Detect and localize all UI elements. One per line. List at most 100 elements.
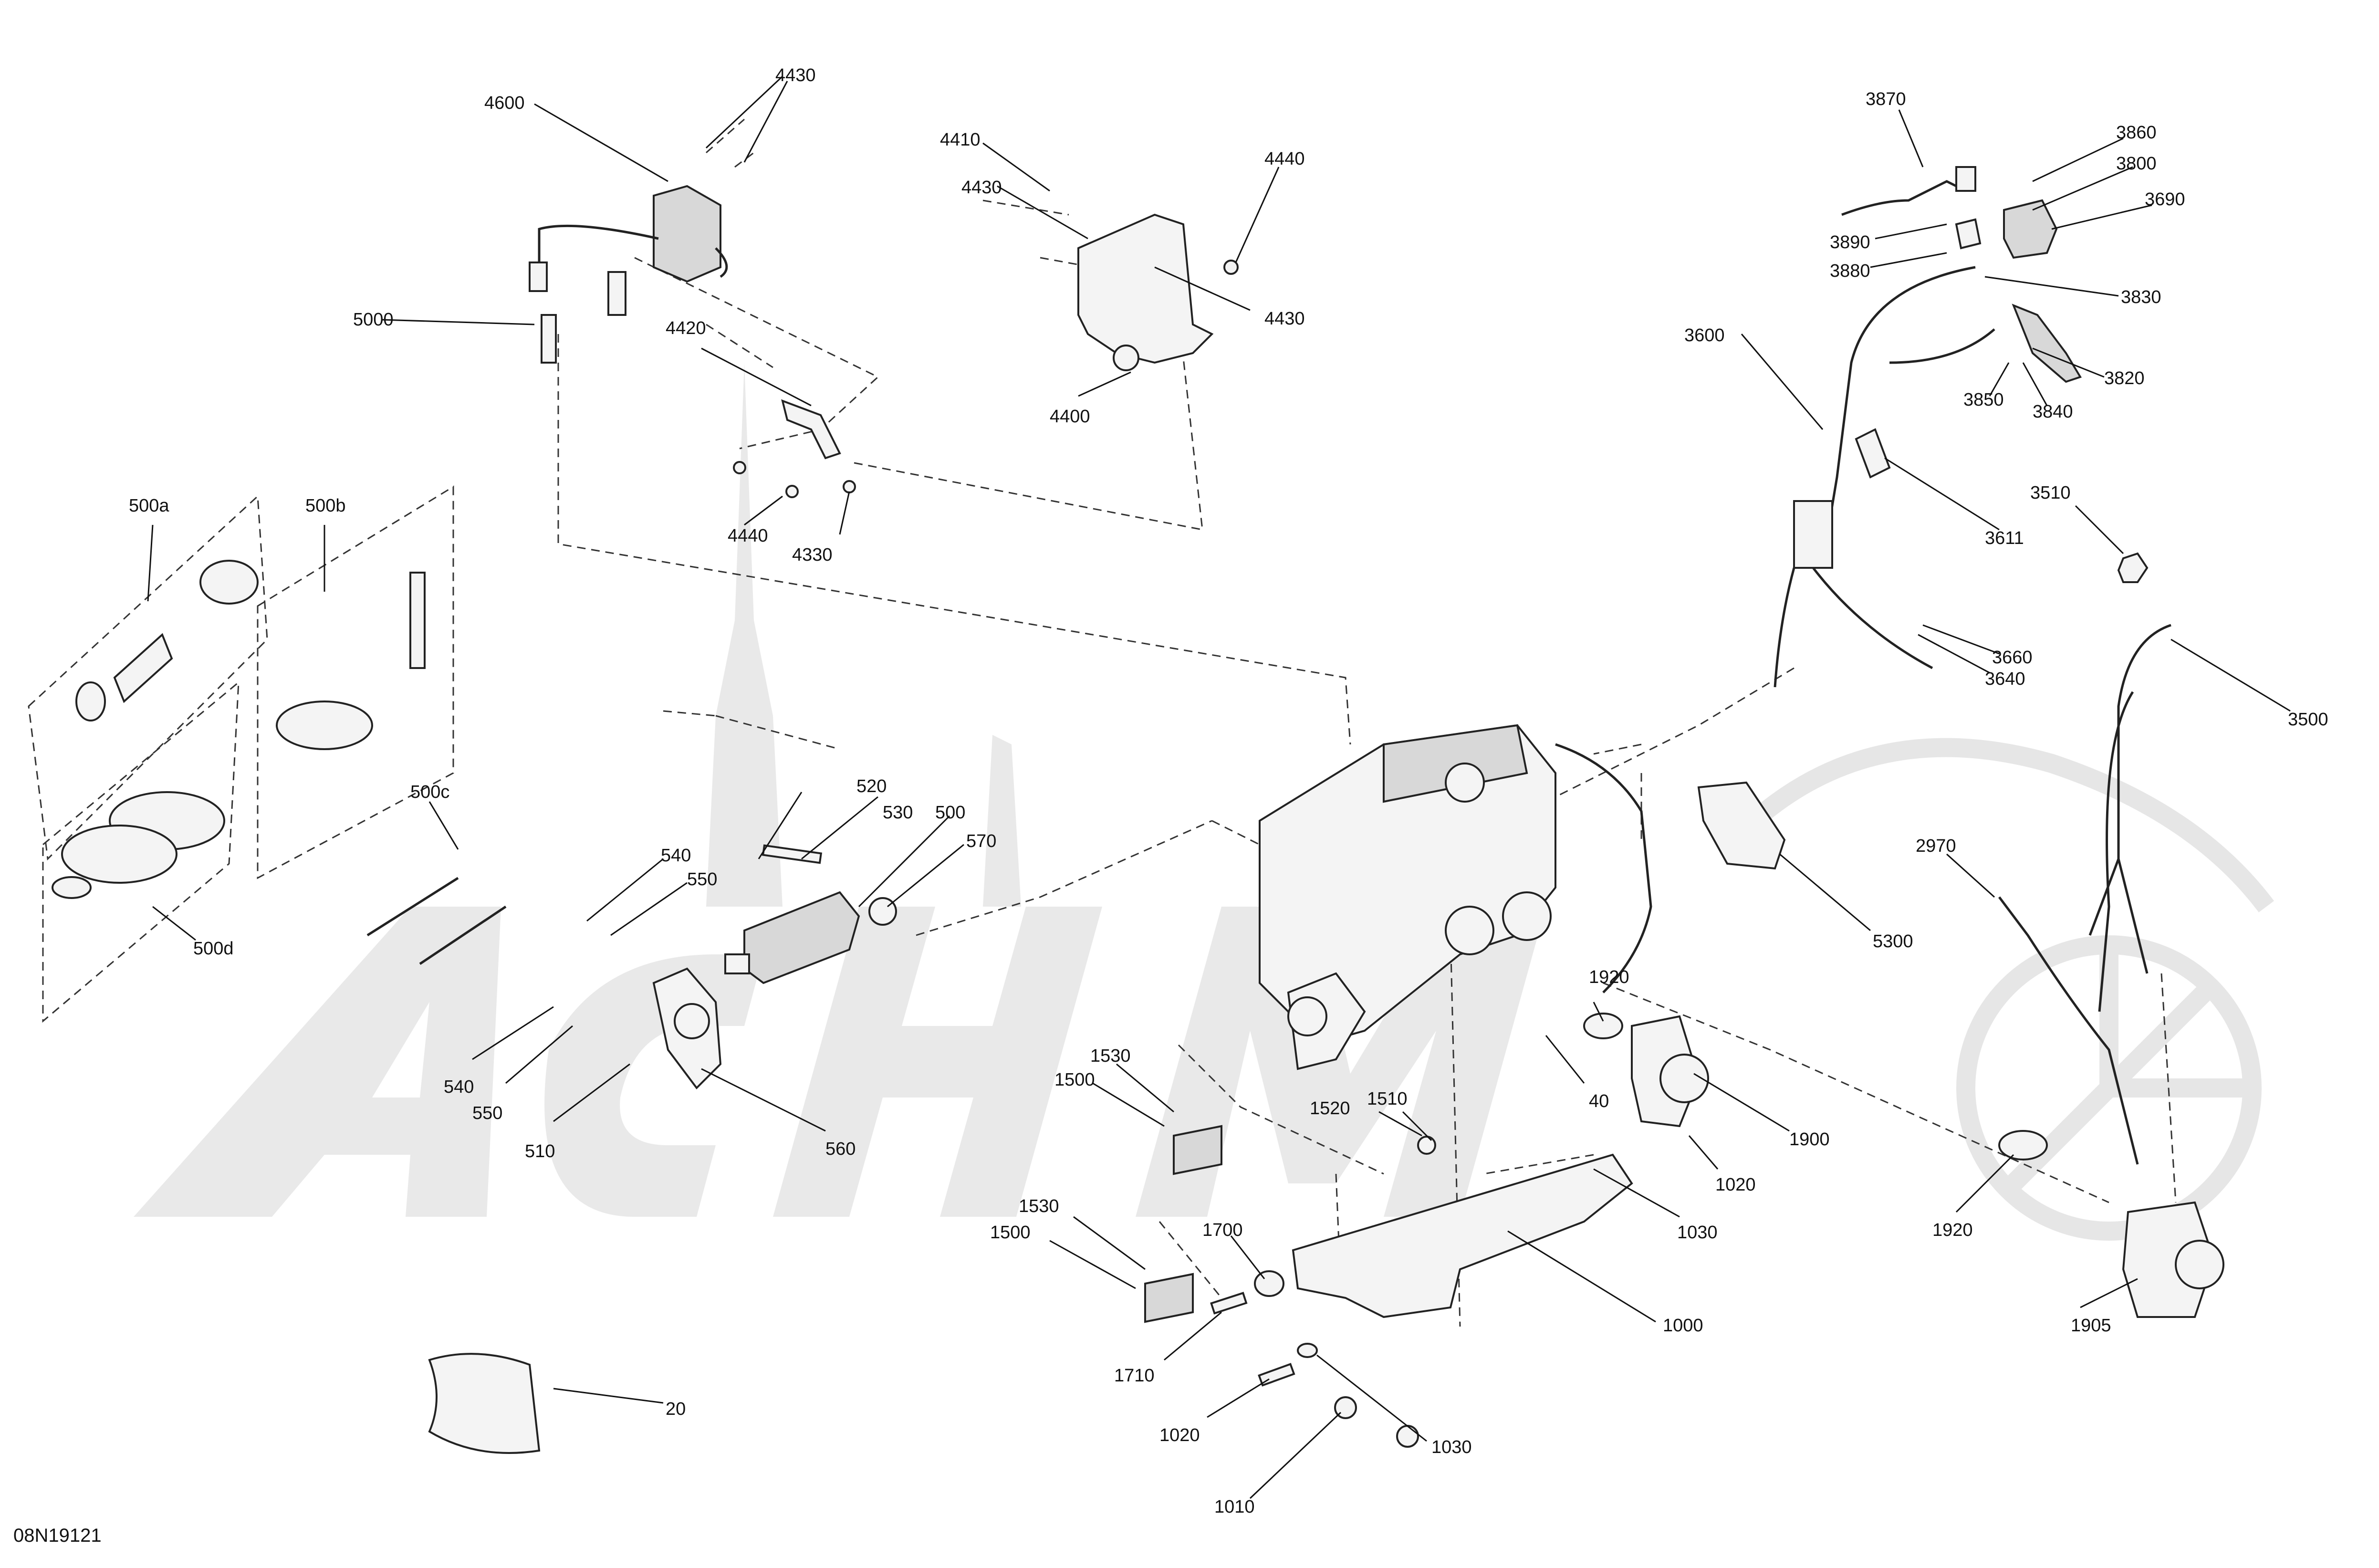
label-1500: 1500	[1054, 1070, 1095, 1090]
clamp-1920a	[1583, 1013, 1623, 1039]
lever-3820	[2012, 303, 2082, 383]
label-1700: 1700	[1202, 1220, 1243, 1240]
clamp-1920b	[1998, 1130, 2048, 1160]
label-3611: 3611	[1985, 528, 2024, 548]
label-4440: 4440	[1264, 149, 1305, 169]
nut-4330	[843, 480, 856, 493]
bracket-4400	[1077, 213, 1214, 364]
carburetor-1905	[2122, 1201, 2224, 1318]
label-3840: 3840	[2033, 402, 2073, 422]
label-5000: 5000	[353, 310, 394, 330]
label-1710: 1710	[1114, 1366, 1155, 1386]
label-4440: 4440	[728, 526, 768, 546]
choke-cable-branch	[2088, 691, 2134, 1012]
label-1020: 1020	[1715, 1175, 1756, 1195]
label-550: 550	[472, 1103, 502, 1123]
bracket-4420	[781, 399, 841, 460]
label-3690: 3690	[2145, 189, 2185, 209]
leader-lines	[147, 75, 2291, 1499]
gasket-3890	[1955, 218, 1982, 250]
label-530: 530	[883, 803, 913, 823]
rubber-mount-1500a	[1173, 1125, 1222, 1175]
part-number-labels: 4600 4430 5000 4420 4440 4330 4410 4430 …	[129, 65, 2328, 1517]
label-3860: 3860	[2116, 123, 2157, 143]
nut-4440b	[1223, 260, 1239, 275]
label-40: 40	[1589, 1091, 1609, 1111]
label-540: 540	[444, 1077, 474, 1097]
label-3600: 3600	[1684, 325, 1725, 345]
kill-switch-wire	[1841, 180, 1967, 216]
label-560: 560	[825, 1139, 856, 1159]
label-500c: 500c	[410, 782, 449, 802]
label-3880: 3880	[1830, 261, 1870, 281]
label-540: 540	[661, 846, 691, 866]
label-3510: 3510	[2030, 483, 2071, 503]
label-5300: 5300	[1873, 931, 1913, 951]
washer-1030	[1297, 1343, 1318, 1358]
label-510: 510	[525, 1141, 555, 1161]
label-3640: 3640	[1985, 669, 2025, 689]
label-500d: 500d	[193, 939, 234, 959]
bracket-hole	[1113, 345, 1139, 371]
label-1530: 1530	[1090, 1046, 1131, 1066]
cable-junction	[1793, 500, 1833, 569]
engine	[1259, 724, 1652, 1070]
label-1520: 1520	[1310, 1098, 1350, 1119]
rubber-mount-1500b	[1144, 1273, 1194, 1323]
clip-3611	[1855, 428, 1891, 479]
choke-cable-3500	[2117, 624, 2171, 974]
label-4410: 4410	[940, 130, 981, 150]
label-1510: 1510	[1367, 1089, 1408, 1109]
label-3660: 3660	[1992, 648, 2033, 668]
label-4600: 4600	[484, 93, 525, 113]
label-520: 520	[856, 776, 887, 796]
decal-20	[428, 1353, 541, 1454]
label-1500: 1500	[990, 1223, 1031, 1243]
throttle-housing-3800	[2003, 199, 2058, 259]
label-1020: 1020	[1159, 1425, 1200, 1445]
label-1030: 1030	[1431, 1437, 1472, 1457]
label-1920: 1920	[1932, 1220, 1973, 1240]
label-4430: 4430	[961, 178, 1002, 198]
engine-mount-1000	[1292, 1153, 1633, 1318]
label-1900: 1900	[1789, 1129, 1830, 1150]
label-20: 20	[666, 1399, 686, 1419]
nut-4330a	[785, 485, 799, 498]
label-550: 550	[687, 869, 717, 889]
label-3850: 3850	[1963, 390, 2004, 410]
ignition-coil	[529, 185, 728, 316]
label-500a: 500a	[129, 496, 169, 516]
label-1530: 1530	[1019, 1196, 1059, 1216]
label-3890: 3890	[1830, 232, 1870, 252]
label-1000: 1000	[1663, 1316, 1703, 1336]
nut-1010b	[1396, 1425, 1419, 1448]
label-1920: 1920	[1589, 967, 1629, 987]
label-4430: 4430	[775, 65, 816, 85]
part-drawings	[28, 166, 2224, 1454]
label-3800: 3800	[2116, 154, 2157, 174]
bolt-1710	[1210, 1292, 1248, 1315]
label-4400: 4400	[1050, 407, 1090, 427]
label-1030: 1030	[1677, 1223, 1718, 1243]
flange-5300	[1697, 781, 1786, 870]
label-570: 570	[966, 831, 996, 851]
starter-kit-parts	[28, 485, 454, 1023]
label-4420: 4420	[666, 318, 706, 338]
brake-line	[1889, 328, 1995, 364]
label-3870: 3870	[1866, 89, 1906, 109]
switch-3870	[1955, 166, 1976, 192]
hose-2970	[1998, 896, 2139, 1165]
label-1010: 1010	[1214, 1497, 1255, 1517]
label-4430: 4430	[1264, 309, 1305, 329]
nut-3510	[2117, 552, 2149, 583]
nut-1510	[1417, 1136, 1436, 1155]
cable-branches	[1774, 567, 1933, 688]
spark-plug	[541, 314, 557, 364]
drawing-number: 08N19121	[13, 1525, 102, 1546]
label-500: 500	[935, 803, 965, 823]
label-4330: 4330	[792, 545, 833, 565]
bracket-bore	[674, 1003, 710, 1039]
label-3830: 3830	[2121, 287, 2161, 307]
spacer-1700	[1254, 1270, 1284, 1297]
